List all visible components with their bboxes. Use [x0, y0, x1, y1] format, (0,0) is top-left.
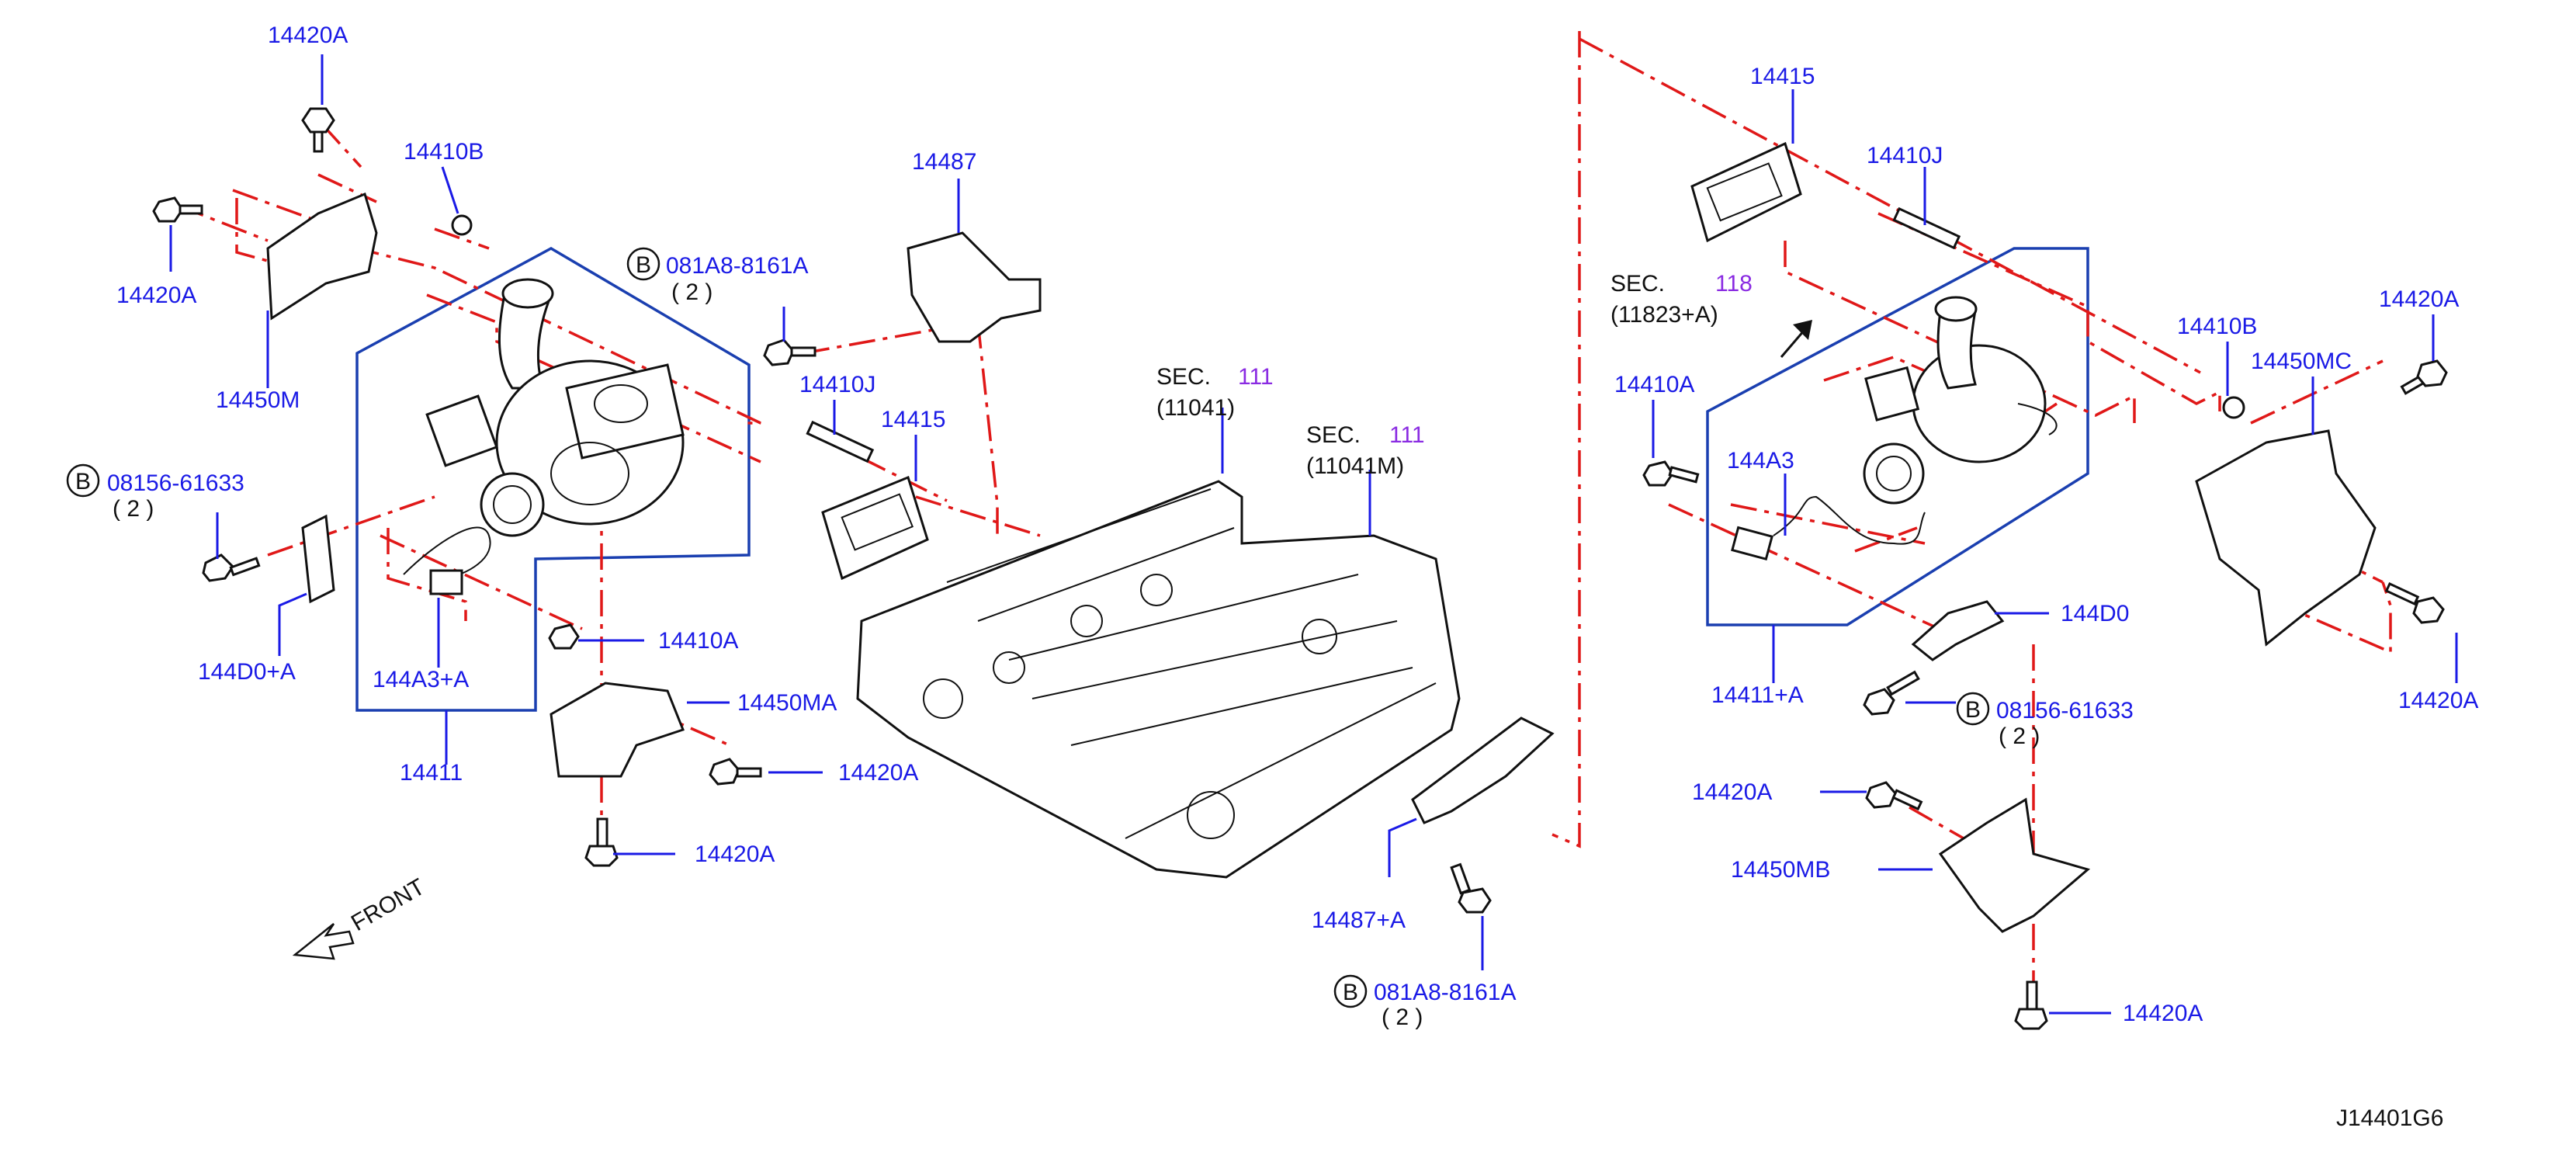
section-ref: (11041M) [1306, 453, 1404, 479]
heat-shield-14450MA [550, 682, 685, 778]
bolt-icon [1865, 781, 1923, 811]
section-number: 111 [1389, 422, 1425, 448]
heat-shield-14450M [266, 192, 378, 321]
part-label: 14450MA [737, 690, 837, 716]
part-label: 08156-61633 [1996, 698, 2134, 723]
part-label: 14450M [216, 387, 300, 413]
gasket-14415-right [1690, 141, 1802, 243]
section-ref: (11041) [1156, 395, 1235, 421]
direction-arrow-icon [1780, 320, 1812, 358]
bolt-icon [2384, 582, 2445, 624]
bolt-icon [1450, 862, 1492, 914]
bracket-14487A [1411, 717, 1555, 824]
front-arrow-icon [292, 923, 355, 960]
quantity-label: ( 2 ) [1382, 1005, 1423, 1030]
svg-text:B: B [75, 469, 91, 494]
front-label: FRONT [347, 874, 429, 936]
leader-lines [169, 54, 2458, 1015]
part-label: 144D0+A [198, 659, 296, 685]
bolt-icon [1642, 460, 1700, 487]
part-label: 14420A [268, 23, 348, 48]
bolt-icon [2014, 980, 2048, 1030]
svg-text:B: B [1343, 980, 1358, 1005]
part-label: 14420A [695, 841, 775, 867]
part-label: 14410J [1867, 143, 1943, 168]
part-label: 14487+A [1312, 907, 1406, 933]
part-label: 144D0 [2061, 601, 2129, 626]
bolt-icon [763, 338, 816, 366]
bolt-icon [709, 758, 762, 786]
b-marker-icon: B [1956, 692, 1990, 726]
part-label: 14450MB [1731, 857, 1830, 883]
part-label: 14410A [1614, 372, 1694, 397]
part-label: 14420A [2123, 1001, 2203, 1026]
turbocharger-right [1863, 296, 2058, 505]
bolt-icon [2400, 359, 2448, 395]
part-label: 14410J [799, 372, 875, 397]
part-label: 14420A [2398, 688, 2478, 713]
bolt-icon [1863, 670, 1920, 716]
stud-14410J-right [1892, 206, 1961, 250]
quantity-label: ( 2 ) [113, 496, 154, 522]
part-label: 14410A [658, 628, 738, 654]
part-label: 144A3+A [373, 667, 469, 692]
bolt-icon [301, 107, 335, 153]
part-label: 14410B [2177, 314, 2257, 339]
part-label: 081A8-8161A [666, 253, 809, 279]
part-label: 144A3 [1727, 448, 1794, 474]
section-label: SEC. [1610, 271, 1665, 297]
part-label: 14420A [1692, 779, 1772, 805]
bracket-144D0A [301, 514, 335, 604]
part-label: 14487 [912, 149, 976, 175]
sensor-144A3 [1731, 495, 1926, 561]
cylinder-head-engine [856, 480, 1461, 879]
bolt-icon [584, 817, 619, 867]
gasket-14415 [821, 475, 929, 581]
section-label: SEC. [1156, 364, 1211, 390]
part-label: 14415 [881, 407, 945, 432]
section-number: 111 [1238, 364, 1274, 390]
section-ref: (11823+A) [1610, 302, 1718, 328]
nut-icon [2222, 396, 2245, 419]
part-label: 081A8-8161A [1374, 980, 1517, 1005]
part-label: 14411+A [1711, 682, 1804, 708]
section-number: 118 [1715, 271, 1753, 297]
part-label: 14450MC [2251, 349, 2352, 374]
part-label: 14411 [400, 760, 463, 786]
quantity-label: ( 2 ) [671, 279, 712, 305]
section-label: SEC. [1306, 422, 1361, 448]
part-label: 14420A [2379, 286, 2459, 312]
sensor-144A3A [403, 526, 491, 595]
bracket-14487 [907, 231, 1042, 343]
svg-text:B: B [1965, 697, 1981, 723]
b-marker-icon: B [626, 247, 660, 281]
diagram-code: J14401G6 [2336, 1105, 2443, 1131]
b-marker-icon: B [1333, 974, 1368, 1008]
bolt-icon [152, 196, 203, 223]
b-marker-icon: B [66, 463, 100, 498]
heat-shield-14450MB [1938, 797, 2091, 933]
turbo-assembly-frame-left [355, 246, 751, 712]
part-label: 08156-61633 [107, 470, 244, 496]
heat-shield-14450MC [2195, 429, 2377, 647]
stud-icon [548, 623, 580, 650]
nut-icon [451, 214, 473, 236]
turbo-assembly-frame-right [1706, 247, 2089, 626]
part-label: 14415 [1750, 64, 1815, 89]
svg-text:B: B [636, 252, 651, 278]
part-label: 14420A [116, 283, 196, 308]
part-label: 14410B [404, 139, 484, 165]
turbocharger-left [425, 278, 685, 537]
bracket-144D0 [1911, 600, 2005, 661]
part-label: 14420A [838, 760, 918, 786]
bolt-icon [202, 553, 261, 582]
quantity-label: ( 2 ) [1999, 723, 2040, 749]
stud-14410J [806, 420, 875, 463]
